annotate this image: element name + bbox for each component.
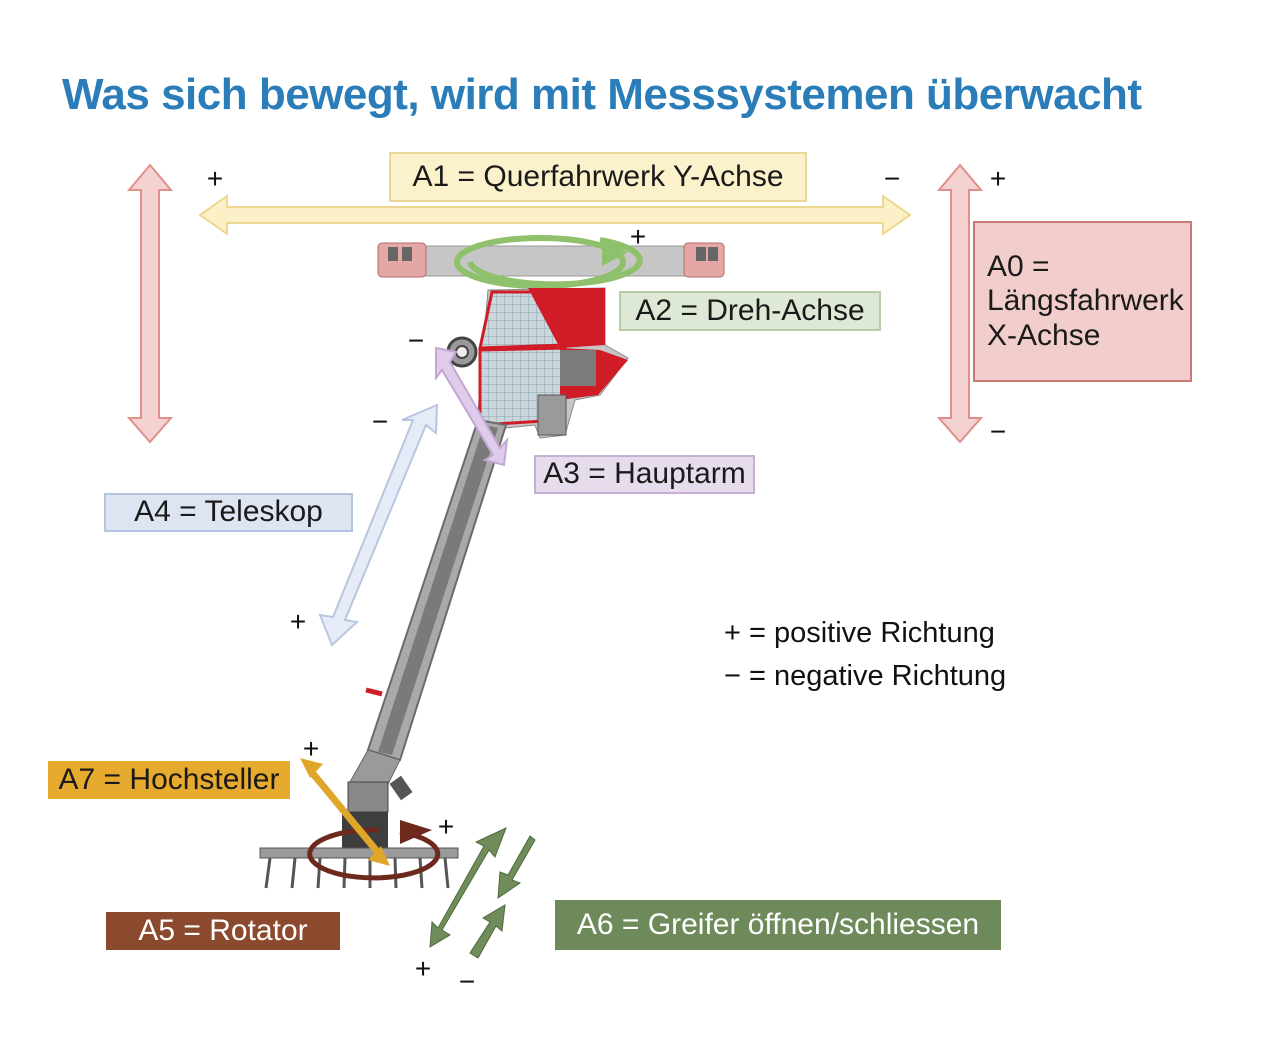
a0-arrow-right [936,163,984,444]
a2-label: A2 = Dreh-Achse [619,291,881,331]
a0-arrow-left [126,163,174,444]
a4-plus: + [289,606,307,637]
a2-plus: + [629,221,647,252]
a5-plus: + [437,811,455,842]
a2-rotation-arrow [454,235,643,289]
a1-arrow [198,194,912,236]
a6-plus: + [414,953,432,984]
legend-negative: − = negative Richtung [724,660,1007,692]
a4-label: A4 = Teleskop [104,493,353,532]
a0-label-line-1: A0 = [987,249,1050,283]
a7-plus: + [302,733,320,764]
a0-plus-right: + [989,163,1007,194]
a0-label-line-2: Längsfahrwerk [987,284,1184,318]
a4-arrow [318,403,439,647]
a6-minus: − [458,966,476,997]
a5-rotation-arrow [307,820,441,881]
crane-cabin [446,287,629,439]
a6-label: A6 = Greifer öffnen/schliessen [555,900,1001,950]
a6-arrows [429,827,536,959]
trolley-beam [377,242,725,278]
a0-label: A0 = Längsfahrwerk X-Achse [973,221,1192,382]
a3-minus: − [407,325,425,356]
a3-arrow [435,346,509,467]
a1-label: A1 = Querfahrwerk Y-Achse [389,152,807,202]
gripper [259,847,459,889]
legend-positive: + = positive Richtung [724,617,995,649]
a5-label: A5 = Rotator [106,912,340,950]
page-title: Was sich bewegt, wird mit Messsystemen ü… [62,70,1142,119]
a0-minus-right: − [989,416,1007,447]
a7-arrow [300,758,390,866]
a7-label: A7 = Hochsteller [48,761,290,799]
a4-minus: − [371,406,389,437]
telescopic-boom [349,418,508,801]
legend: + = positive Richtung − = negative Richt… [724,612,1006,698]
a1-minus: − [883,163,901,194]
a0-plus-left: + [206,163,224,194]
a0-label-line-3: X-Achse [987,318,1101,352]
a3-label: A3 = Hauptarm [534,455,755,494]
